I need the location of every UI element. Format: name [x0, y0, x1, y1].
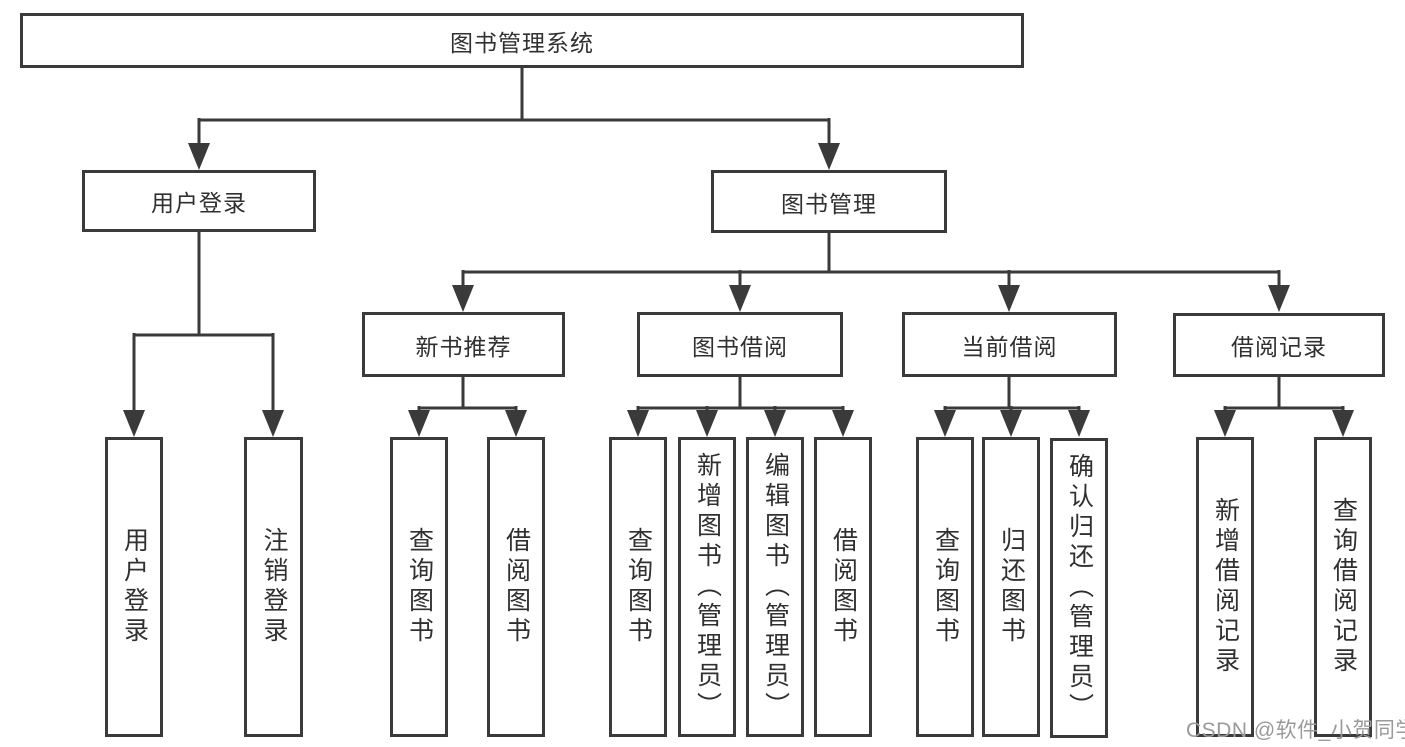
- arrowheads: [123, 143, 1354, 437]
- leaf-query-books-recommend: 查询图书: [390, 437, 448, 737]
- arrow-down: [452, 285, 474, 312]
- leaf-label: 查询借阅记录: [1329, 497, 1358, 677]
- leaf-borrow-books-borrowing: 借阅图书: [814, 437, 872, 737]
- arrow-down: [934, 410, 956, 437]
- arrow-down: [627, 410, 649, 437]
- leaf-label: 用户登录: [120, 527, 149, 647]
- leaf-confirm-return-admin: 确认归还（管理员）: [1050, 438, 1108, 738]
- leaf-label: 借阅图书: [502, 527, 531, 647]
- arrow-down: [408, 410, 430, 437]
- node-root-library-system: 图书管理系统: [20, 13, 1024, 68]
- arrow-down: [262, 410, 284, 437]
- leaf-label: 编辑图书（管理员）: [761, 452, 790, 722]
- arrow-down: [1332, 410, 1354, 437]
- arrow-down: [1000, 410, 1022, 437]
- arrow-down: [188, 143, 210, 170]
- leaf-return-books: 归还图书: [982, 437, 1040, 737]
- node-user-login: 用户登录: [82, 170, 316, 232]
- leaf-edit-book-admin: 编辑图书（管理员）: [746, 437, 804, 737]
- leaf-borrow-books-recommend: 借阅图书: [487, 437, 545, 737]
- leaf-label: 注销登录: [260, 527, 288, 647]
- node-book-management: 图书管理: [711, 170, 947, 233]
- leaf-add-book-admin: 新增图书（管理员）: [678, 437, 736, 737]
- arrow-down: [1068, 410, 1090, 437]
- arrow-down: [696, 410, 718, 437]
- tree-edges: [132, 68, 1345, 412]
- leaf-label: 新增图书（管理员）: [693, 452, 722, 722]
- node-new-book-recommend: 新书推荐: [362, 312, 565, 377]
- node-book-borrowing: 图书借阅: [637, 312, 843, 377]
- leaf-label: 借阅图书: [829, 527, 858, 647]
- leaf-query-books-current: 查询图书: [916, 437, 974, 737]
- arrow-down: [818, 143, 840, 170]
- arrow-down: [1268, 285, 1290, 312]
- leaf-logout: 注销登录: [244, 437, 303, 737]
- leaf-label: 新增借阅记录: [1211, 497, 1240, 677]
- leaf-query-books-borrowing: 查询图书: [609, 437, 667, 737]
- leaf-label: 查询图书: [624, 527, 653, 647]
- leaf-label: 查询图书: [405, 527, 434, 647]
- leaf-label: 归还图书: [997, 527, 1026, 647]
- node-borrowing-records: 借阅记录: [1173, 313, 1385, 377]
- watermark: CSDN @软件_小贺同学: [1186, 719, 1405, 742]
- arrow-down: [998, 285, 1020, 312]
- arrow-down: [832, 410, 854, 437]
- arrow-down: [505, 410, 527, 437]
- arrow-down: [123, 410, 145, 437]
- node-current-borrowing: 当前借阅: [902, 312, 1117, 377]
- arrow-down: [729, 285, 751, 312]
- leaf-user-login: 用户登录: [105, 437, 163, 737]
- arrow-down: [1214, 410, 1236, 437]
- leaf-label: 查询图书: [931, 527, 960, 647]
- leaf-query-borrow-record: 查询借阅记录: [1314, 437, 1372, 737]
- leaf-add-borrow-record: 新增借阅记录: [1196, 437, 1254, 737]
- leaf-label: 确认归还（管理员）: [1065, 453, 1094, 723]
- arrow-down: [764, 410, 786, 437]
